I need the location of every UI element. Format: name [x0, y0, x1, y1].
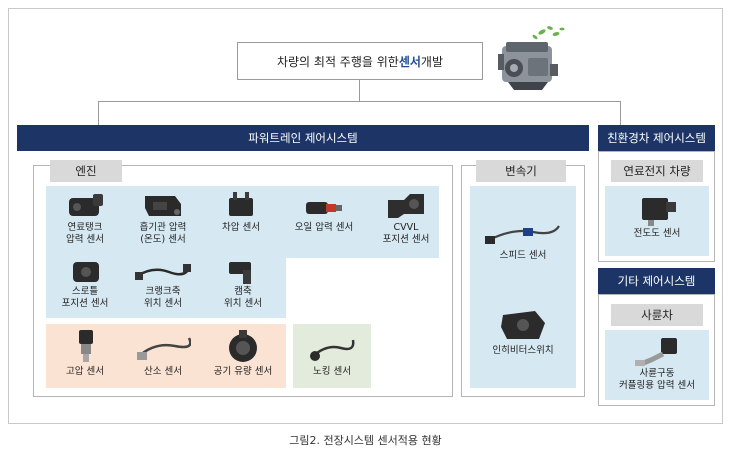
intake-sensor-icon	[145, 196, 181, 216]
crank-sensor-icon	[135, 264, 191, 280]
connector-left-drop	[98, 101, 99, 125]
high-pressure-sensor-icon	[79, 330, 93, 362]
cvvl-sensor-icon	[388, 194, 424, 218]
sensor-diff-pressure: 차압 센서	[210, 190, 272, 234]
transmission-tag: 변속기	[476, 160, 566, 182]
powertrain-header: 파워트레인 제어시스템	[17, 125, 589, 151]
speed-label: 스피드 센서	[499, 250, 547, 261]
sensor-oxygen: 산소 센서	[128, 328, 198, 378]
top-title-suffix: 개발	[420, 54, 444, 69]
intake-label-2: (온도) 센서	[140, 234, 186, 245]
sensor-cvvl: CVVL 포지션 센서	[374, 190, 438, 246]
sensor-high-pressure: 고압 센서	[52, 328, 118, 378]
diff-pressure-label: 차압 센서	[222, 222, 260, 233]
engine-zone-green	[293, 324, 371, 388]
drive-coupling-label-1: 사륜구동	[639, 368, 675, 379]
fuel-tank-label-2: 압력 센서	[66, 234, 104, 245]
sensor-speed: 스피드 센서	[473, 218, 573, 262]
throttle-sensor-icon	[73, 262, 99, 282]
inhibitor-switch-icon	[501, 311, 545, 339]
eco-zone	[605, 186, 709, 256]
sensor-intake: 흡기관 압력 (온도) 센서	[128, 190, 198, 246]
crank-label-2: 위치 센서	[144, 298, 182, 309]
intake-label-1: 흡기관 압력	[139, 222, 187, 233]
transmission-zone	[470, 186, 576, 388]
oil-pressure-label: 오일 압력 센서	[294, 222, 354, 233]
fuel-tank-sensor-icon	[69, 194, 103, 216]
fuelcell-tag: 연료전지 차량	[611, 160, 703, 182]
knock-label: 노킹 센서	[313, 366, 351, 377]
drive-coupling-sensor-icon	[635, 338, 677, 367]
conductivity-sensor-icon	[642, 198, 676, 226]
connector-horizontal	[98, 101, 621, 102]
diff-pressure-sensor-icon	[229, 192, 253, 216]
sensor-throttle: 스로틀 포지션 센서	[52, 258, 118, 310]
commercial-tag: 사륜차	[611, 304, 703, 326]
engine-illustration	[498, 26, 565, 90]
sensor-airflow: 공기 유량 센서	[205, 328, 281, 378]
sensor-drive-coupling: 사륜구동 커플링용 압력 센서	[605, 334, 709, 392]
engine-tag: 엔진	[50, 160, 122, 182]
oxygen-label: 산소 센서	[144, 366, 182, 377]
top-title-box: 차량의 최적 주행을 위한 센서 개발	[237, 42, 483, 80]
knock-sensor-icon	[310, 339, 355, 361]
cam-label-2: 위치 센서	[224, 298, 262, 309]
sensor-cam: 캠축 위치 센서	[212, 258, 274, 310]
conductivity-label: 전도도 센서	[633, 228, 681, 239]
sensor-knock: 노킹 센서	[298, 328, 366, 378]
other-header: 기타 제어시스템	[598, 268, 715, 294]
top-title-accent: 센서	[398, 54, 421, 69]
figure-caption: 그림2. 전장시스템 센서적용 현황	[289, 434, 442, 447]
other-zone	[605, 330, 709, 400]
top-title-prefix: 차량의 최적 주행을 위한	[276, 54, 399, 69]
drive-coupling-label-2: 커플링용 압력 센서	[619, 380, 695, 391]
cam-sensor-icon	[229, 262, 251, 284]
cam-label-1: 캠축	[234, 286, 252, 297]
sensor-crank: 크랭크축 위치 센서	[128, 258, 198, 310]
fuel-tank-label-1: 연료탱크	[67, 222, 103, 233]
sensor-oil-pressure: 오일 압력 센서	[286, 190, 362, 234]
connector-right-drop	[620, 101, 621, 125]
connector-vertical-top	[359, 80, 360, 102]
throttle-label-2: 포지션 센서	[61, 298, 109, 309]
speed-sensor-icon	[485, 225, 560, 244]
high-pressure-label: 고압 센서	[66, 366, 104, 377]
eco-header: 친환경차 제어시스템	[598, 125, 715, 151]
oxygen-sensor-icon	[137, 337, 191, 360]
cvvl-label-2: 포지션 센서	[382, 234, 430, 245]
sensor-fuel-tank: 연료탱크 압력 센서	[55, 190, 115, 246]
airflow-sensor-icon	[229, 330, 257, 362]
inhibitor-label: 인히비터스위치	[492, 345, 554, 356]
sensor-inhibitor: 인히비터스위치	[473, 305, 573, 357]
oil-pressure-sensor-icon	[306, 202, 342, 214]
airflow-label: 공기 유량 센서	[213, 366, 273, 377]
crank-label-1: 크랭크축	[145, 286, 181, 297]
throttle-label-1: 스로틀	[71, 286, 99, 297]
sensor-conductivity: 전도도 센서	[607, 192, 707, 240]
cvvl-label-1: CVVL	[393, 222, 419, 233]
